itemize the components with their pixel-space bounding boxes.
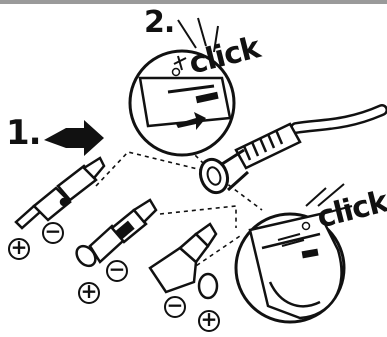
arrow-right-icon	[44, 120, 104, 156]
plus-icon: +	[198, 310, 220, 332]
plus-sign: +	[200, 312, 218, 330]
plus-icon: +	[8, 238, 30, 260]
minus-icon: −	[106, 260, 128, 282]
minus-sign: −	[166, 298, 184, 316]
step-2-label: 2.	[144, 8, 174, 38]
minus-icon: −	[164, 296, 186, 318]
plug-jack-icon	[16, 158, 104, 228]
minus-icon: −	[42, 222, 64, 244]
plug-jack-icon	[150, 224, 217, 298]
step-1-label: 1.	[6, 116, 41, 150]
minus-sign: −	[44, 224, 62, 242]
top-bar	[0, 0, 387, 4]
minus-sign: −	[108, 262, 126, 280]
plus-sign: +	[80, 284, 98, 302]
plus-sign: +	[10, 240, 28, 258]
plus-icon: +	[78, 282, 100, 304]
